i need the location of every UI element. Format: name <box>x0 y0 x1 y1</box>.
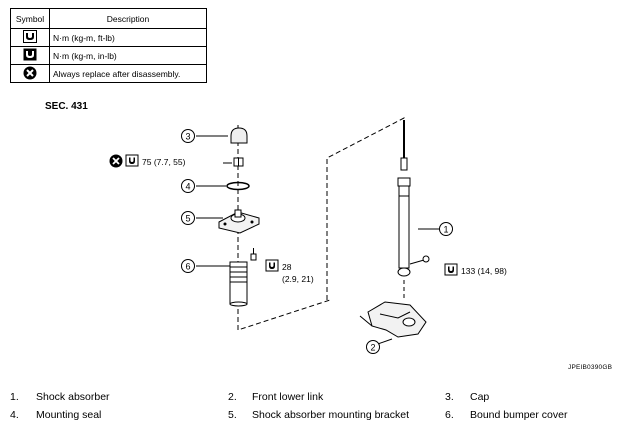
torque-wrench-small-icon <box>23 48 37 61</box>
svg-text:3: 3 <box>185 132 190 142</box>
part-name: Bound bumper cover <box>470 409 568 421</box>
legend-description: Always replace after disassembly. <box>49 64 207 83</box>
cap-part <box>230 127 248 144</box>
part-number: 2. <box>228 391 237 403</box>
lower-bolt-part <box>409 255 430 265</box>
section-label: SEC. 431 <box>45 101 88 112</box>
part-number: 3. <box>445 391 454 403</box>
nut-part <box>233 157 244 167</box>
part-name: Shock absorber <box>36 391 110 403</box>
part-name: Shock absorber mounting bracket <box>252 409 410 421</box>
front-lower-link-part <box>359 301 427 338</box>
shock-absorber-part <box>397 120 411 277</box>
exploded-view-diagram: 3 4 5 6 1 2 75 (7.7, 55) 28 (2.9, 21) 13… <box>109 117 507 354</box>
callout-3: 3 <box>181 129 195 143</box>
parts-list: 1. Shock absorber 2. Front lower link 3.… <box>0 391 626 427</box>
mounting-bracket-part <box>218 209 260 234</box>
parts-row: 1. Shock absorber 2. Front lower link 3.… <box>0 391 626 409</box>
part-number: 6. <box>445 409 454 421</box>
callout-1: 1 <box>439 222 453 236</box>
svg-text:2: 2 <box>370 343 375 353</box>
torque-wrench-icon <box>444 263 458 276</box>
torque-bracket-value: 28 <box>282 262 292 272</box>
callout-5: 5 <box>181 211 195 225</box>
replace-x-icon <box>109 154 123 168</box>
symbol-legend-table: Symbol Description N·m (kg-m, ft-lb) N·m… <box>10 8 207 83</box>
bracket-bolt-part <box>250 248 257 261</box>
part-number: 5. <box>228 409 237 421</box>
assembly-dashed-line <box>326 117 405 300</box>
torque-wrench-icon <box>125 154 139 167</box>
callout-6: 6 <box>181 259 195 273</box>
legend-row: Always replace after disassembly. <box>10 64 207 83</box>
part-number: 1. <box>10 391 19 403</box>
parts-row: 4. Mounting seal 5. Shock absorber mount… <box>0 409 626 427</box>
torque-bracket-value-metric: (2.9, 21) <box>282 274 314 284</box>
torque-wrench-icon <box>23 30 37 43</box>
svg-text:1: 1 <box>443 225 448 235</box>
svg-text:5: 5 <box>185 214 190 224</box>
svg-text:6: 6 <box>185 262 190 272</box>
part-name: Mounting seal <box>36 409 102 421</box>
callout-2: 2 <box>366 340 380 354</box>
legend-row: N·m (kg-m, in-lb) <box>10 46 207 65</box>
legend-row: N·m (kg-m, ft-lb) <box>10 28 207 47</box>
part-number: 4. <box>10 409 19 421</box>
part-name: Cap <box>470 391 490 403</box>
torque-wrench-icon <box>265 259 279 272</box>
callout-4: 4 <box>181 179 195 193</box>
torque-nut-value: 75 (7.7, 55) <box>142 157 186 167</box>
assembly-dashed-line <box>237 125 331 331</box>
part-name: Front lower link <box>252 391 324 403</box>
figure-code: JPEIB0390GB <box>568 364 613 371</box>
torque-lower-value: 133 (14, 98) <box>461 266 507 276</box>
mounting-seal-part <box>226 181 250 191</box>
bound-bumper-cover-part <box>229 261 248 307</box>
svg-text:4: 4 <box>185 182 190 192</box>
replace-x-icon <box>23 66 37 79</box>
